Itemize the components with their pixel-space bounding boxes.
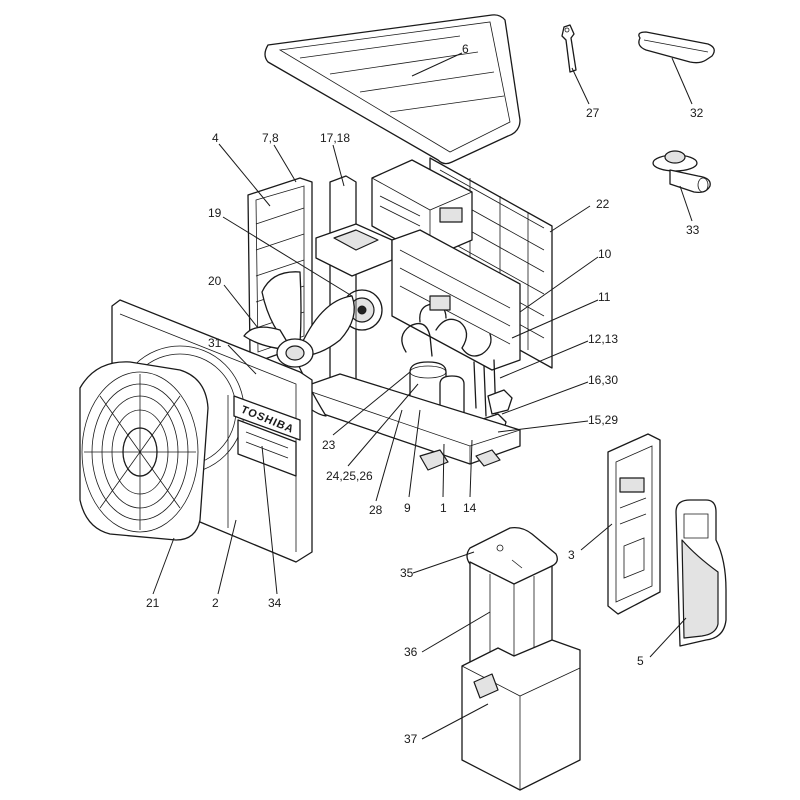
- top-cover-part: [264, 14, 521, 165]
- callout-11: 11: [598, 290, 611, 304]
- callout-2: 2: [212, 596, 219, 610]
- callout-32: 32: [690, 106, 704, 120]
- callout-15-29: 15,29: [588, 413, 618, 427]
- callout-20: 20: [208, 274, 222, 288]
- callout-6: 6: [462, 42, 469, 56]
- partition-plate-part: [329, 175, 357, 389]
- callout-labels: 6 27 32 4 7,8 17,18 22 33 19 10 20 11 31…: [146, 42, 704, 746]
- callout-27: 27: [586, 106, 600, 120]
- callout-31: 31: [208, 336, 222, 350]
- bracket-part: [561, 24, 577, 73]
- callout-4: 4: [212, 131, 219, 145]
- callout-16-30: 16,30: [588, 373, 618, 387]
- callout-5: 5: [637, 654, 644, 668]
- base-plate-part: [299, 373, 521, 471]
- drain-nipple-part: [652, 150, 711, 194]
- callout-22: 22: [596, 197, 610, 211]
- callout-3: 3: [568, 548, 575, 562]
- callout-21: 21: [146, 596, 160, 610]
- callout-10: 10: [598, 247, 612, 261]
- callout-9: 9: [404, 501, 411, 515]
- callout-34: 34: [268, 596, 282, 610]
- cap-part: [638, 31, 715, 64]
- callout-28: 28: [369, 503, 383, 517]
- wall-sleeve-part: [461, 639, 581, 791]
- callout-23: 23: [322, 438, 336, 452]
- callout-17-18: 17,18: [320, 131, 350, 145]
- heat-exchanger-part: [391, 229, 521, 371]
- side-cover-part: [675, 499, 727, 647]
- callout-33: 33: [686, 223, 700, 237]
- callout-14: 14: [463, 501, 477, 515]
- callout-35: 35: [400, 566, 414, 580]
- callout-7-8: 7,8: [262, 131, 279, 145]
- callout-19: 19: [208, 206, 222, 220]
- leader-lines: [152, 52, 693, 740]
- callout-1: 1: [440, 501, 447, 515]
- fan-guard-part: [79, 361, 209, 541]
- callout-24-25-26: 24,25,26: [326, 469, 373, 483]
- callout-36: 36: [404, 645, 418, 659]
- callout-37: 37: [404, 732, 418, 746]
- pipe-cover-part: [607, 433, 661, 615]
- callout-12-13: 12,13: [588, 332, 618, 346]
